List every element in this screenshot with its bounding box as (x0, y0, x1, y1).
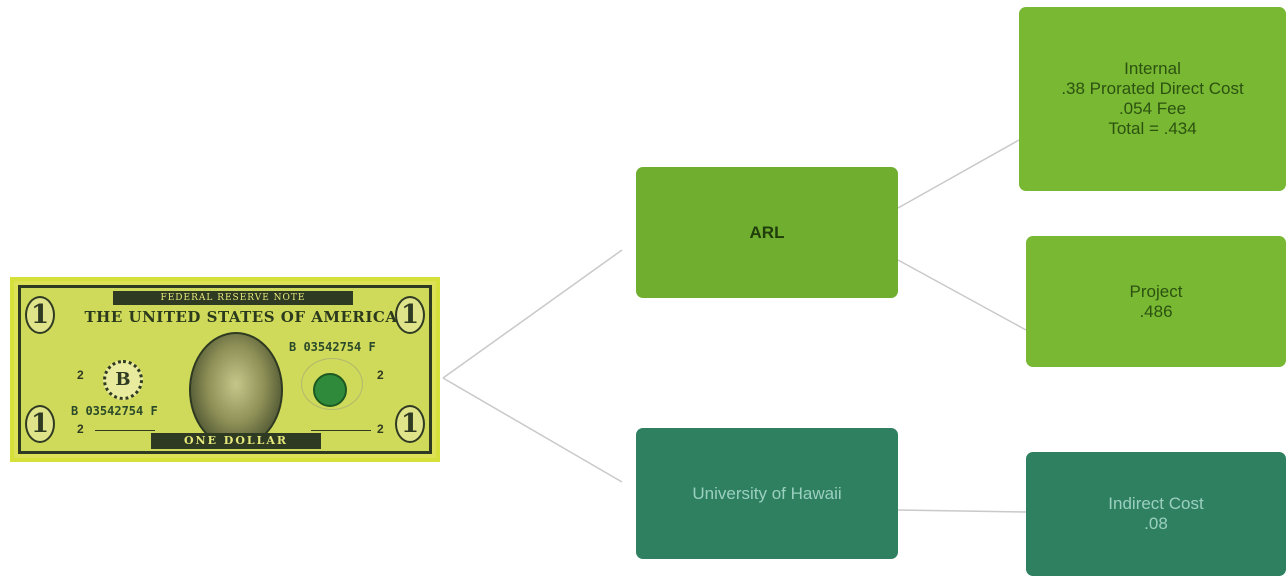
bill-corner-top-right: 1 (395, 296, 425, 334)
dollar-bill-image: FEDERAL RESERVE NOTE THE UNITED STATES O… (10, 277, 440, 462)
bill-watermark (301, 358, 363, 410)
connector-arl-project (897, 259, 1027, 331)
node-university-of-hawaii: University of Hawaii (636, 428, 898, 559)
node-arl: ARL (636, 167, 898, 298)
node-internal-line-3: .054 Fee (1118, 99, 1187, 118)
connector-bill-arl (442, 249, 623, 379)
node-indirect-cost: Indirect Cost .08 (1026, 452, 1286, 576)
bill-district-number-lower-right: 2 (377, 422, 384, 436)
node-arl-label: ARL (749, 222, 785, 242)
node-internal-line-1: Internal (1124, 59, 1181, 78)
connector-arl-internal (897, 139, 1020, 209)
bill-serial-top: B 03542754 F (289, 340, 376, 354)
bill-corner-bottom-right: 1 (395, 405, 425, 443)
bill-signature-left (95, 430, 155, 431)
node-internal-line-2: .38 Prorated Direct Cost (1061, 79, 1244, 98)
dollar-bill-frame: FEDERAL RESERVE NOTE THE UNITED STATES O… (18, 285, 432, 454)
node-internal: Internal .38 Prorated Direct Cost .054 F… (1019, 7, 1286, 191)
node-indirect-line-2: .08 (1144, 514, 1168, 533)
bill-corner-top-left: 1 (25, 296, 55, 334)
node-indirect-line-1: Indirect Cost (1108, 494, 1204, 513)
node-hawaii-label: University of Hawaii (692, 483, 842, 503)
bill-district-number-left: 2 (77, 368, 84, 382)
bill-district-number-right: 2 (377, 368, 384, 382)
bill-bottom-text: ONE DOLLAR (151, 433, 321, 449)
bill-corner-bottom-left: 1 (25, 405, 55, 443)
connector-bill-hawaii (442, 377, 623, 483)
node-project-line-2: .486 (1139, 301, 1173, 321)
node-project-line-1: Project (1129, 281, 1183, 301)
bill-serial-bottom: B 03542754 F (71, 404, 158, 418)
bill-treasury-seal (313, 373, 347, 407)
bill-band-text: FEDERAL RESERVE NOTE (113, 291, 353, 305)
connector-hawaii-indirect (897, 509, 1027, 513)
node-project: Project .486 (1026, 236, 1286, 367)
bill-district-number-lower-left: 2 (77, 422, 84, 436)
bill-district-seal: B (103, 360, 143, 400)
bill-portrait (189, 332, 283, 448)
bill-title: THE UNITED STATES OF AMERICA (84, 308, 398, 326)
bill-signature-right (311, 430, 371, 431)
node-internal-line-4: Total = .434 (1108, 119, 1197, 138)
